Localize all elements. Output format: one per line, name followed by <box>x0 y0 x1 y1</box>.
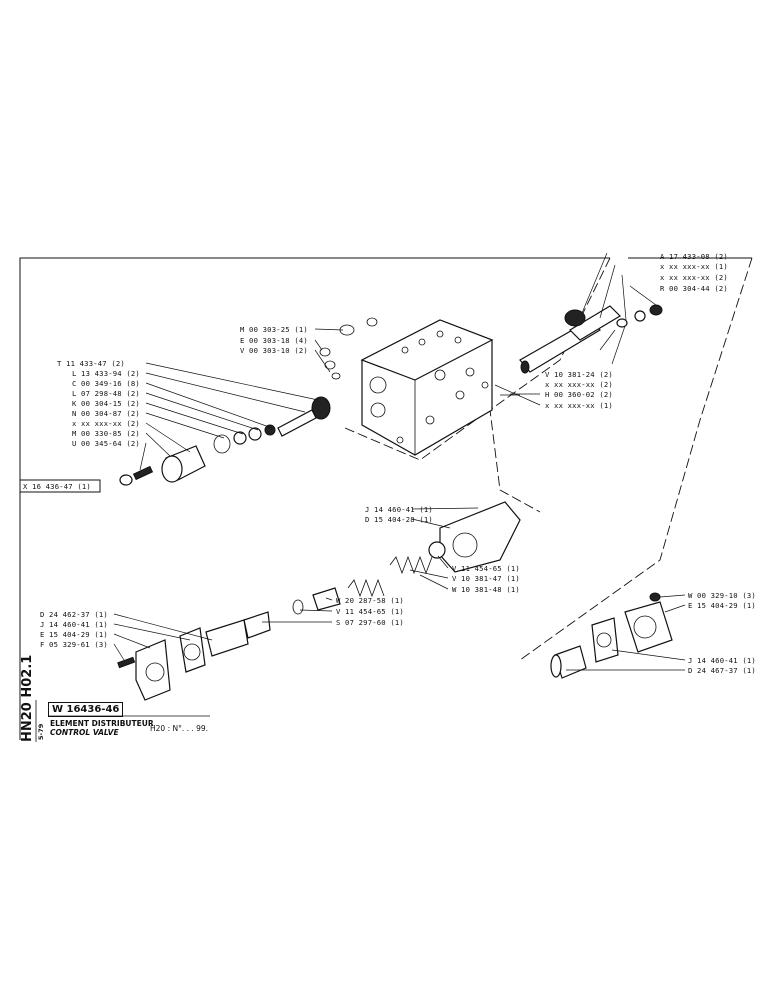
serial-range: H20 : N°. . . 99. <box>150 724 209 733</box>
part-label: D 24 462-37 (1) <box>40 610 108 619</box>
part-label: W 10 381-48 (1) <box>452 585 520 594</box>
part-label: x xx xxx-xx (2) <box>72 419 140 428</box>
lower-right-cap <box>550 592 673 679</box>
part-label: V 11 454-65 (1) <box>336 607 404 616</box>
part-label: W 20 287-58 (1) <box>336 596 404 605</box>
part-label: x xx xxx-xx (2) <box>660 273 728 282</box>
frame-label: X 16 436-47 (1) <box>23 482 91 491</box>
part-label: x xx xxx-xx (1) <box>545 401 613 410</box>
part-label: E 15 404-29 (1) <box>688 601 756 610</box>
part-label: R 00 304-44 (2) <box>660 284 728 293</box>
part-label: V 10 381-24 (2) <box>545 370 613 379</box>
middle-parts <box>205 501 521 657</box>
part-label: L 07 298-48 (2) <box>72 389 140 398</box>
part-label: D 15 404-28 (1) <box>365 515 433 524</box>
part-label: E 00 303-18 (4) <box>240 336 308 345</box>
dashed-outline-block <box>344 407 493 461</box>
part-label: x xx xxx-xx (2) <box>545 380 613 389</box>
part-label: E 15 404-29 (1) <box>40 630 108 639</box>
part-label: J 14 460-41 (1) <box>40 620 108 629</box>
valve-body <box>360 319 494 456</box>
part-label: F 05 329-61 (3) <box>40 640 108 649</box>
part-label: J 14 460-41 (1) <box>688 656 756 665</box>
part-label: V 11 454-65 (1) <box>452 564 520 573</box>
diagram-frame <box>19 257 610 740</box>
part-label: K 00 304-15 (2) <box>72 399 140 408</box>
part-label: V 10 381-47 (1) <box>452 574 520 583</box>
valve-spool <box>500 304 663 396</box>
part-label: S 07 297-60 (1) <box>336 618 404 627</box>
part-label: J 14 460-41 (1) <box>365 505 433 514</box>
part-label: T 11 433-47 (2) <box>57 359 125 368</box>
part-label: M 00 330-85 (2) <box>72 429 140 438</box>
title-french: ELEMENT DISTRIBUTEUR <box>50 719 154 728</box>
frame-label-box <box>19 479 101 493</box>
part-label: U 00 345-64 (2) <box>72 439 140 448</box>
part-label: H 00 360-02 (2) <box>545 390 613 399</box>
part-label: D 24 467-37 (1) <box>688 666 756 675</box>
part-label: x xx xxx-xx (1) <box>660 262 728 271</box>
part-label: W 00 329-10 (3) <box>688 591 756 600</box>
part-label: M 00 303-25 (1) <box>240 325 308 334</box>
document-number: W 16436-46 <box>48 702 124 717</box>
title-english: CONTROL VALVE <box>50 728 119 737</box>
part-label: V 00 303-10 (2) <box>240 346 308 355</box>
part-label: A 17 433-08 (2) <box>660 252 728 261</box>
dashed-outline-right <box>519 257 753 661</box>
leader-lines <box>113 252 686 671</box>
part-label: L 13 433-94 (2) <box>72 369 140 378</box>
part-label: N 00 304-87 (2) <box>72 409 140 418</box>
left-side-parts <box>119 396 331 486</box>
part-label: C 00 349-16 (8) <box>72 379 140 388</box>
